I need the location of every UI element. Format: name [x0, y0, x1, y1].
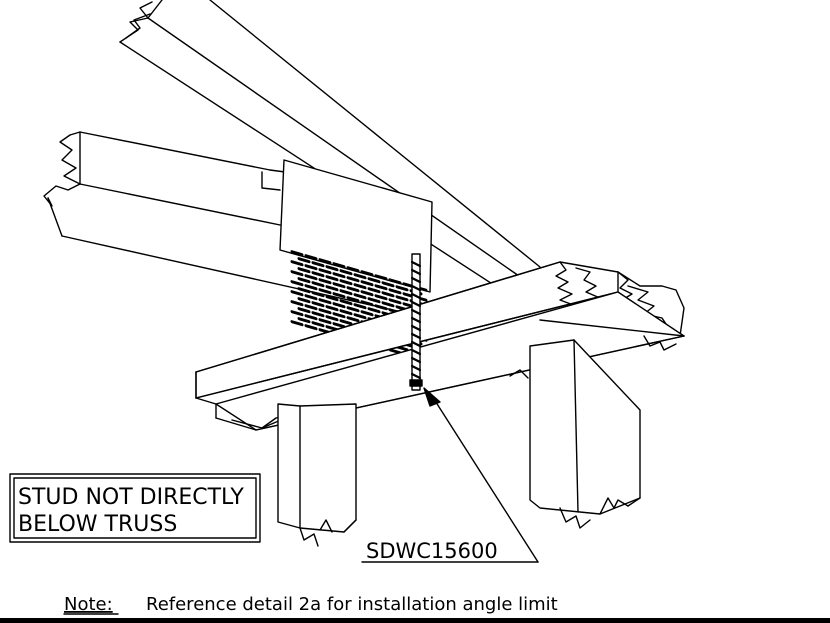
bottom-border-rule [0, 618, 830, 623]
left-stud [277, 403, 357, 547]
stud-callout-box [9, 473, 261, 543]
note-text: Reference detail 2a for installation ang… [146, 594, 558, 615]
stud-callout-line1: STUD NOT DIRECTLY [18, 485, 244, 510]
note-prefix: Note: [64, 594, 113, 615]
stud-callout-line2: BELOW TRUSS [18, 512, 177, 537]
screw-leader [361, 387, 539, 563]
truss-bottom-chord [43, 131, 403, 313]
right-stud [529, 339, 641, 529]
sdwc-screw [409, 253, 423, 391]
screw-label: SDWC15600 [366, 539, 498, 563]
